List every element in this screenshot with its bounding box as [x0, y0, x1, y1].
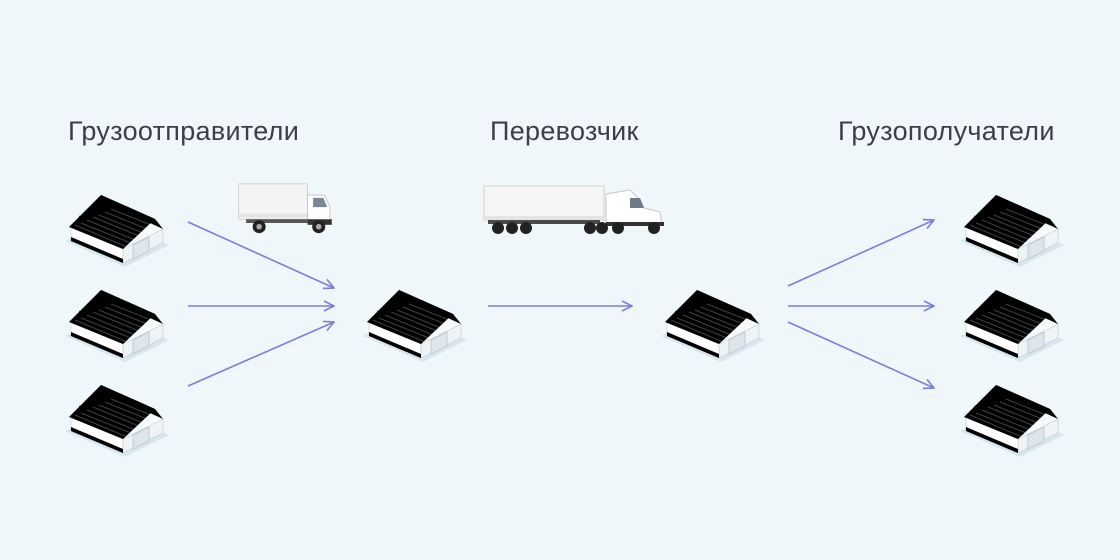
receivers-label: Грузополучатели: [838, 116, 1055, 146]
sender-warehouse-icon: [64, 384, 170, 458]
sender-warehouse-icon: [64, 194, 170, 268]
arrow: [187, 322, 334, 387]
carrier-label: Перевозчик: [490, 116, 639, 146]
arrow: [787, 220, 934, 287]
truck-icon: [238, 183, 333, 234]
receiver-warehouse-icon: [959, 289, 1065, 363]
semi-truck-icon: [483, 185, 665, 235]
hub-warehouse-icon: [362, 289, 468, 363]
arrow: [787, 321, 934, 388]
hub-warehouse-icon: [660, 289, 766, 363]
receiver-warehouse-icon: [959, 384, 1065, 458]
arrow: [187, 221, 334, 288]
receiver-warehouse-icon: [959, 194, 1065, 268]
senders-label: Грузоотправители: [68, 116, 300, 146]
sender-warehouse-icon: [64, 289, 170, 363]
